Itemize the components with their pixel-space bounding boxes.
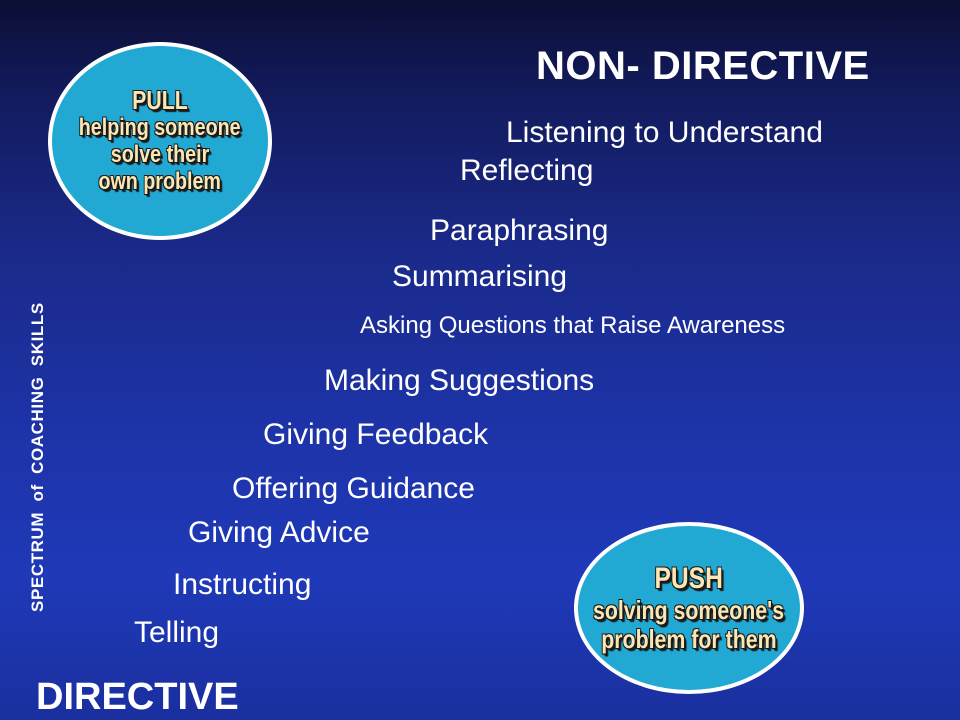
push-ellipse: PUSH solving someone's problem for them: [574, 522, 804, 694]
skill-reflecting: Reflecting: [460, 154, 594, 187]
push-heading: PUSH: [654, 562, 724, 596]
pull-line-1: helping someone: [79, 114, 241, 142]
skill-paraphrasing: Paraphrasing: [430, 214, 609, 247]
skill-listening: Listening to Understand: [506, 116, 823, 149]
push-line-1: solving someone's: [593, 594, 785, 625]
push-line-2: problem for them: [601, 623, 777, 654]
skill-offering-guidance: Offering Guidance: [232, 472, 475, 505]
skill-instructing: Instructing: [173, 568, 312, 601]
pull-ellipse: PULL helping someone solve their own pro…: [48, 42, 272, 240]
skill-summarising: Summarising: [392, 260, 568, 293]
pull-line-3: own problem: [98, 167, 222, 195]
pull-line-2: solve their: [110, 141, 210, 169]
skill-giving-feedback: Giving Feedback: [263, 418, 489, 451]
skill-telling: Telling: [134, 616, 220, 649]
spectrum-label: SPECTRUM of COACHING SKILLS: [28, 302, 47, 612]
title-non-directive: NON- DIRECTIVE: [536, 44, 870, 88]
skill-asking-questions: Asking Questions that Raise Awareness: [360, 312, 786, 339]
title-directive: DIRECTIVE: [36, 676, 239, 718]
skill-making-suggestions: Making Suggestions: [324, 364, 595, 397]
skill-giving-advice: Giving Advice: [188, 516, 370, 549]
pull-heading: PULL: [132, 85, 188, 116]
